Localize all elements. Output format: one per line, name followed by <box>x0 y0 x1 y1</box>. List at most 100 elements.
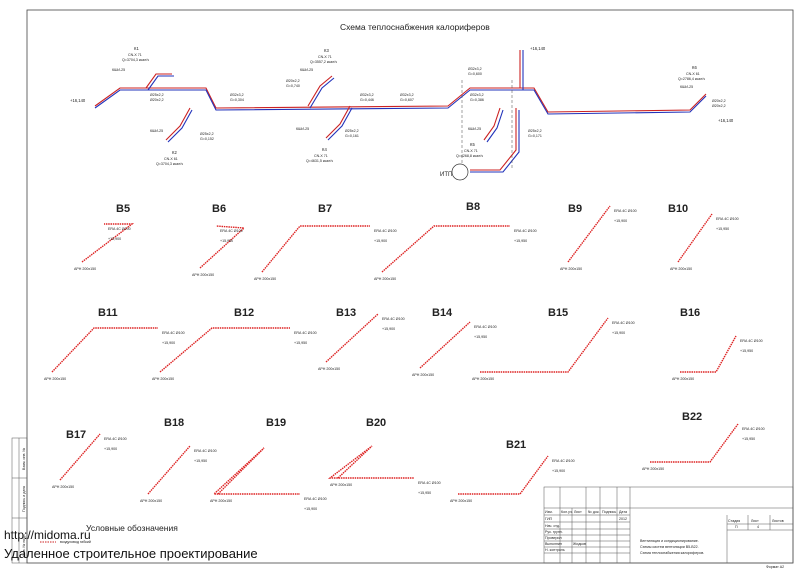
svg-text:Схема теплоснабжения калорифер: Схема теплоснабжения калориферов. <box>640 551 704 555</box>
svg-text:G=0,740: G=0,740 <box>286 84 300 88</box>
elevation-label: +15,900 <box>552 469 565 473</box>
svg-text:К6: К6 <box>692 65 697 70</box>
flex-duct <box>159 327 290 373</box>
svg-text:Листов: Листов <box>772 519 784 523</box>
diffuser-label: ERA 4C Ø100 <box>108 227 131 231</box>
grille-label: АРН 200х150 <box>560 267 582 271</box>
svg-text:Ø25х2,2: Ø25х2,2 <box>150 93 164 97</box>
diffuser-label: ERA 4C Ø100 <box>418 481 441 485</box>
elevation-label: +15,900 <box>614 219 627 223</box>
flex-duct <box>677 213 713 263</box>
title-block-text: Изм. Кол.уч. Лист № док. Подпись Дата ГИ… <box>545 510 784 569</box>
flex-duct <box>59 433 101 481</box>
system-label: В9 <box>568 203 582 215</box>
svg-text:К1: К1 <box>134 46 139 51</box>
itp-node-icon[interactable] <box>451 163 469 181</box>
svg-text:Q=3704,3 ккал/ч: Q=3704,3 ккал/ч <box>122 58 149 62</box>
svg-text:Лист: Лист <box>574 510 582 514</box>
legend: воздуховод гибкий <box>40 540 91 544</box>
grille-label: АРН 200х150 <box>74 267 96 271</box>
side-stamp-2: Подпись и дата <box>22 486 26 512</box>
svg-text:Формат А2: Формат А2 <box>766 565 784 569</box>
diffuser-label: ERA 4C Ø100 <box>104 437 127 441</box>
system-label: В15 <box>548 307 568 319</box>
svg-text:CN-X 71: CN-X 71 <box>128 53 142 57</box>
flex-duct <box>650 423 739 463</box>
elevation-label: +15,950 <box>716 227 729 231</box>
svg-text:Ø25х2,2: Ø25х2,2 <box>200 132 214 136</box>
flex-duct <box>147 445 191 495</box>
heater-k1[interactable]: К1 CN-X 71 Q=3704,3 ккал/ч КШИ-25 <box>112 46 149 72</box>
diffuser-label: ERA 4C Ø100 <box>194 449 217 453</box>
svg-text:G=0,600: G=0,600 <box>468 72 482 76</box>
system-label: В22 <box>682 411 702 423</box>
diffuser-label: ERA 4C Ø100 <box>614 209 637 213</box>
svg-text:Ø32х3,2: Ø32х3,2 <box>230 93 244 97</box>
svg-text:Подпись: Подпись <box>602 510 616 514</box>
elevation-label: +15,950 <box>742 437 755 441</box>
svg-text:Ø25х2,2: Ø25х2,2 <box>345 129 359 133</box>
flex-duct <box>381 225 510 273</box>
svg-text:Q=3557,2 ккал/ч: Q=3557,2 ккал/ч <box>310 60 337 64</box>
heater-k2[interactable]: К2 CN-X 61 Q=3704,3 ккал/ч КШИ-25 <box>150 129 183 166</box>
svg-text:G=0,171: G=0,171 <box>528 134 542 138</box>
heater-k3[interactable]: К3 CN-X 71 Q=3557,2 ккал/ч КШИ-25 <box>300 48 337 72</box>
grille-label: АРН 200х150 <box>412 373 434 377</box>
elevation-label: +15,950 <box>294 341 307 345</box>
elevation-label: +15,900 <box>382 327 395 331</box>
heater-k4[interactable]: К4 CN-X 71 Q=4631,5 ккал/ч КШИ-25 <box>296 127 333 163</box>
svg-text:КШИ-25: КШИ-25 <box>468 127 481 131</box>
svg-text:Нач. отд.: Нач. отд. <box>545 524 560 528</box>
svg-text:Ø20х2,2: Ø20х2,2 <box>712 104 726 108</box>
legend-title: Условные обозначения <box>86 523 178 533</box>
flex-duct <box>212 447 300 495</box>
elevation-label: +15,900 <box>374 239 387 243</box>
system-label: В8 <box>466 201 480 213</box>
svg-text:Ø20х2,2: Ø20х2,2 <box>712 99 726 103</box>
diffuser-label: ERA 4C Ø100 <box>552 459 575 463</box>
svg-text:Ø32х3,2: Ø32х3,2 <box>400 93 414 97</box>
system-label: В11 <box>98 307 118 319</box>
svg-text:Лист: Лист <box>751 519 759 523</box>
svg-text:К5: К5 <box>470 142 475 147</box>
svg-text:К2: К2 <box>172 150 177 155</box>
flex-duct <box>261 225 370 273</box>
flex-duct <box>419 321 471 369</box>
flex-duct <box>480 317 609 373</box>
svg-text:Ø32х3,2: Ø32х3,2 <box>468 67 482 71</box>
grille-label: АРН 200х150 <box>472 377 494 381</box>
diffuser-label: ERA 4C Ø100 <box>740 339 763 343</box>
grille-label: АРН 200х150 <box>52 485 74 489</box>
system-label: В5 <box>116 203 130 215</box>
system-label: В19 <box>266 417 286 429</box>
elevation-label: +15,900 <box>108 237 121 241</box>
grille-label: АРН 200х150 <box>210 499 232 503</box>
svg-text:Кол.уч.: Кол.уч. <box>561 510 573 514</box>
system-label: В7 <box>318 203 332 215</box>
heater-k6[interactable]: К6 CN-X 61 Q=2786,4 ккал/ч КШИ-25 <box>678 65 705 89</box>
svg-text:Q=4268,8 ккал/ч: Q=4268,8 ккал/ч <box>456 154 483 158</box>
system-label: В17 <box>66 429 86 441</box>
heater-k5[interactable]: К5 CN-X 71 Q=4268,8 ккал/ч КШИ-25 <box>456 127 483 158</box>
watermark-url[interactable]: http://midoma.ru <box>4 528 91 542</box>
